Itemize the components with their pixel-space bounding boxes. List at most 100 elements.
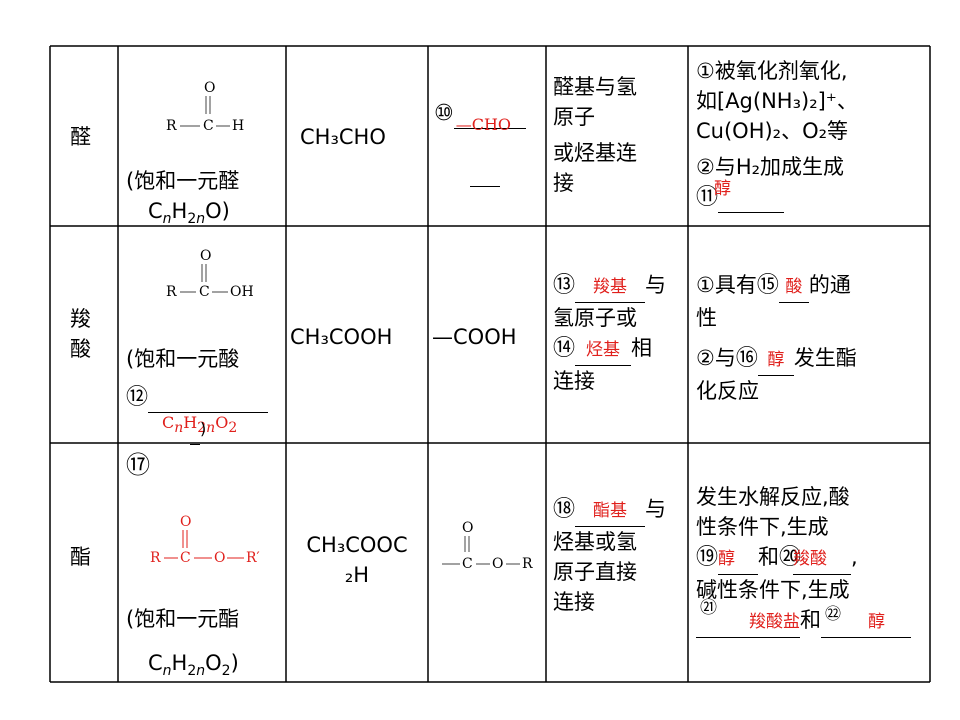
ester-prop-l5-mid: 和 — [800, 608, 821, 632]
atom-r: R — [150, 550, 161, 566]
ester-struct-l1-tail: 与 — [645, 497, 667, 521]
aldehyde-struct-l4: 接 — [553, 171, 574, 195]
acid-name-l2: 酸 — [70, 337, 91, 361]
acid-general-answer: CnH2nO2 — [162, 413, 238, 437]
acid-prop-l4: 化反应 — [696, 379, 759, 403]
acid-struct-l3: ⑭ 烃基相 — [553, 333, 666, 366]
atom-r: R — [522, 556, 533, 572]
aldehyde-fg: ⑩—CHO — [434, 98, 542, 134]
aldehyde-prop-l2: 如[Ag(NH₃)₂]⁺、 — [696, 89, 858, 113]
atom-h: H — [232, 118, 244, 134]
ester-formula-num: ⑰ — [126, 451, 150, 479]
ester-prop-l2: 性条件下,生成 — [696, 515, 829, 539]
ester-prop-l3: ⑲醇 和⑳羧酸, — [696, 542, 911, 575]
acid-general-prefix: (饱和一元酸 — [126, 347, 240, 371]
atom-o: O — [462, 520, 473, 536]
aldehyde-fg-answer: —CHO — [455, 115, 512, 134]
acid-struct: ⑬ 羧基与 氢原子或 ⑭ 烃基相 连接 — [553, 270, 666, 396]
acid-prop-ans2: 醇 — [767, 350, 785, 370]
aldehyde-prop-l1: ①被氧化剂氧化, — [696, 59, 848, 83]
aldehyde-struct-l1: 醛基与氢 — [553, 75, 637, 99]
acid-prop-l3-pre: ②与 — [696, 346, 736, 370]
aldehyde-structural-formula: O R C H — [166, 80, 244, 134]
ester-prop-l1: 发生水解反应,酸 — [696, 485, 850, 509]
acid-general-suffix-line: ) — [190, 414, 206, 445]
ester-struct-l3: 原子直接 — [553, 560, 637, 584]
acid-prop-l1-pre: ①具有 — [696, 273, 757, 297]
ester-functional-group: O C O R — [442, 520, 533, 572]
ester-prop-num1: ⑲ — [696, 545, 719, 570]
ester-example: CH₃COOC ₂H — [286, 530, 428, 590]
acid-struct-l1-tail: 与 — [645, 273, 667, 297]
aldehyde-props: ①被氧化剂氧化, 如[Ag(NH₃)₂]⁺、 Cu(OH)₂、O₂等 ②与H₂加… — [696, 56, 858, 213]
aldehyde-fg-num: ⑩ — [434, 101, 454, 126]
ester-general-formula: CnH2nO2) — [148, 651, 239, 680]
ester-example-l1: CH₃COOC — [306, 533, 408, 557]
atom-oh: OH — [230, 284, 254, 300]
ester-prop-ans4: 醇 — [868, 612, 885, 632]
ester-struct-l2: 烃基或氢 — [553, 530, 637, 554]
acid-struct-l4: 连接 — [553, 369, 595, 393]
atom-c: C — [203, 118, 214, 134]
acid-prop-l3-tail: 发生酯 — [793, 346, 857, 370]
acid-struct-num1: ⑬ — [553, 273, 576, 298]
atom-o: O — [200, 248, 211, 264]
acid-struct-l1: ⑬ 羧基与 — [553, 270, 666, 303]
acid-prop-num2: ⑯ — [735, 346, 758, 371]
ester-prop-ans1: 醇 — [718, 549, 736, 569]
ester-prop-l3-tail: , — [851, 545, 858, 569]
ester-struct-l4: 连接 — [553, 590, 595, 614]
atom-r2: R′ — [246, 550, 260, 566]
ester-prop-num3: ㉑ — [700, 598, 717, 618]
acid-struct-num2: ⑭ — [553, 336, 576, 361]
atom-c: C — [180, 550, 191, 566]
acid-prop-num1: ⑮ — [756, 273, 779, 298]
ester-prop-ans2: 羧酸 — [793, 549, 828, 569]
aldehyde-general-prefix: (饱和一元醛 — [126, 169, 240, 193]
aldehyde-prop-answer: 醇 — [714, 179, 732, 199]
acid-struct-l2: 氢原子或 — [553, 306, 637, 330]
aldehyde-struct: 醛基与氢 原子 或烃基连 接 — [553, 72, 637, 198]
ester-prop-num2: ⑳ — [779, 545, 802, 570]
atom-o: O — [180, 514, 191, 530]
aldehyde-example: CH₃CHO — [300, 125, 386, 149]
acid-general-suffix: ) — [200, 419, 207, 438]
acid-struct-ans2: 烃基 — [586, 340, 621, 360]
ester-prop-l4: 碱性条件下,生成 — [696, 578, 850, 602]
acid-struct-l3-tail: 相 — [631, 336, 653, 360]
aldehyde-fg-line2 — [470, 156, 500, 187]
acid-fg: —COOH — [432, 325, 517, 349]
atom-o2: O — [214, 550, 225, 566]
aldehyde-struct-l2: 原子 — [553, 105, 595, 129]
acid-name-l1: 羧 — [70, 307, 91, 331]
acid-prop-l1-tail: 的通 — [808, 273, 851, 297]
aldehyde-prop-num: ⑪ — [696, 185, 719, 210]
atom-o: O — [204, 80, 215, 96]
atom-c: C — [199, 284, 210, 300]
acid-prop-ans1: 酸 — [785, 277, 803, 297]
atom-c: C — [462, 556, 473, 572]
ester-prop-l3-mid: 和 — [758, 545, 780, 569]
atom-r: R — [166, 118, 177, 134]
ester-name: 酯 — [70, 545, 91, 569]
atom-r: R — [166, 284, 177, 300]
acid-name: 羧 酸 — [70, 304, 91, 364]
atom-o2: O — [492, 556, 503, 572]
ester-general-prefix: (饱和一元酯 — [126, 607, 240, 631]
aldehyde-general-formula-text: CnH2nO) — [148, 199, 230, 228]
acid-example: CH₃COOH — [290, 325, 393, 349]
aldehyde-general-formula: CnH2nO) — [148, 196, 230, 226]
ester-example-l2: ₂H — [344, 563, 370, 587]
ester-prop-num4: ㉒ — [825, 604, 842, 623]
acid-struct-ans1: 羧基 — [593, 277, 628, 297]
acid-prop-l2: 性 — [696, 306, 717, 330]
